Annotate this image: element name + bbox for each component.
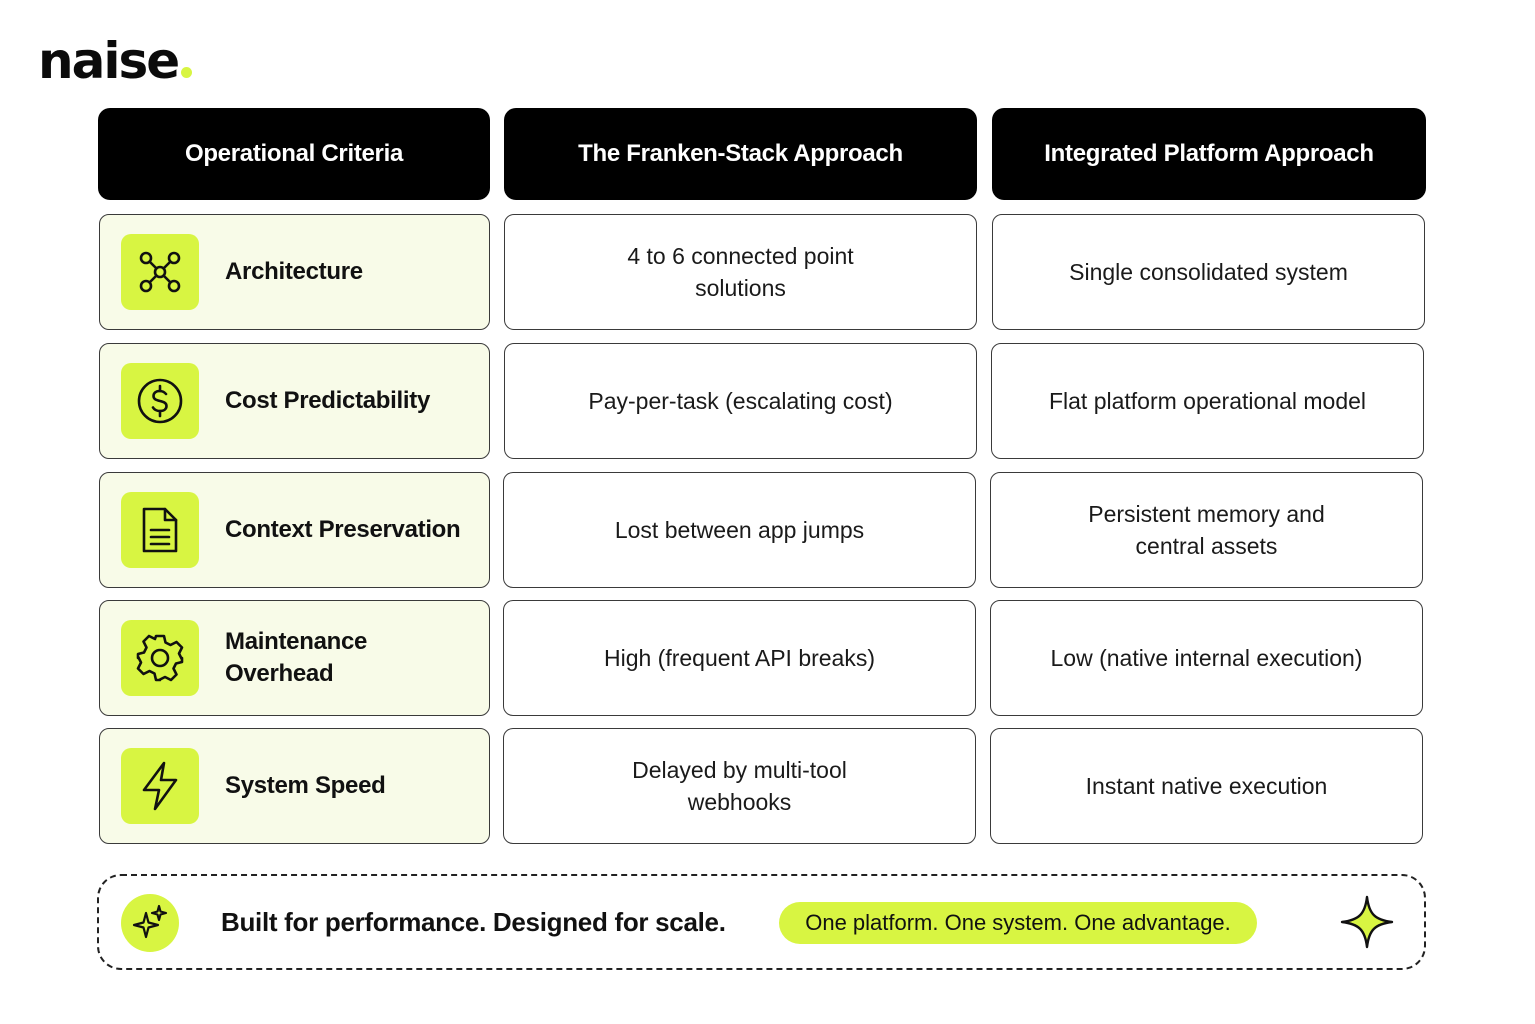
header-franken-stack: The Franken-Stack Approach: [504, 108, 977, 200]
franken-cell-architecture: 4 to 6 connected point solutions: [504, 214, 977, 330]
dollar-coin-icon: [121, 363, 199, 439]
criteria-label: Cost Predictability: [225, 385, 430, 417]
four-point-star-icon: [1339, 894, 1395, 950]
franken-line: Delayed by multi-tool: [632, 757, 847, 783]
criteria-label-line: Overhead: [225, 660, 334, 687]
criteria-label-line: Context Preservation: [225, 516, 461, 543]
network-nodes-icon: [121, 234, 199, 310]
document-icon: [121, 492, 199, 568]
header-integrated-platform: Integrated Platform Approach: [992, 108, 1426, 200]
integrated-cell-system-speed: Instant native execution: [990, 728, 1423, 844]
franken-line: webhooks: [687, 789, 792, 815]
integrated-line: Instant native execution: [1085, 773, 1328, 799]
criteria-label: System Speed: [225, 770, 386, 802]
criteria-label: Architecture: [225, 256, 363, 288]
sparkles-icon: [121, 894, 179, 952]
criteria-label: Maintenance Overhead: [225, 626, 367, 690]
gear-icon: [121, 620, 199, 696]
franken-line: Lost between app jumps: [614, 517, 865, 543]
lightning-bolt-icon: [121, 748, 199, 824]
franken-cell-context-preservation: Lost between app jumps: [503, 472, 976, 588]
footer-pill: One platform. One system. One advantage.: [779, 902, 1257, 944]
franken-cell-system-speed: Delayed by multi-tool webhooks: [503, 728, 976, 844]
footer-banner: Built for performance. Designed for scal…: [97, 874, 1426, 970]
criteria-cell-system-speed: System Speed: [99, 728, 490, 844]
franken-cell-maintenance-overhead: High (frequent API breaks): [503, 600, 976, 716]
criteria-label-line: Cost Predictability: [225, 387, 431, 414]
integrated-line: Low (native internal execution): [1050, 645, 1363, 671]
integrated-line: Single consolidated system: [1069, 259, 1348, 285]
franken-cell-cost-predictability: Pay-per-task (escalating cost): [504, 343, 977, 459]
integrated-line: Persistent memory and: [1088, 501, 1325, 527]
franken-line: Pay-per-task (escalating cost): [588, 388, 893, 414]
integrated-cell-cost-predictability: Flat platform operational model: [991, 343, 1424, 459]
header-operational-criteria: Operational Criteria: [98, 108, 490, 200]
criteria-cell-maintenance-overhead: Maintenance Overhead: [99, 600, 490, 716]
integrated-line: central assets: [1135, 533, 1278, 559]
integrated-cell-context-preservation: Persistent memory and central assets: [990, 472, 1423, 588]
brand-logo-text: naise: [38, 32, 180, 90]
brand-logo-dot: [181, 67, 193, 78]
criteria-label-line: Architecture: [225, 258, 363, 285]
integrated-cell-maintenance-overhead: Low (native internal execution): [990, 600, 1423, 716]
criteria-cell-context-preservation: Context Preservation: [99, 472, 490, 588]
criteria-cell-architecture: Architecture: [99, 214, 490, 330]
franken-line: High (frequent API breaks): [603, 645, 876, 671]
franken-line: 4 to 6 connected point: [627, 243, 854, 269]
criteria-cell-cost-predictability: Cost Predictability: [99, 343, 490, 459]
integrated-line: Flat platform operational model: [1048, 388, 1367, 414]
integrated-cell-architecture: Single consolidated system: [992, 214, 1425, 330]
brand-logo: naise: [38, 26, 193, 96]
criteria-label-line: System Speed: [225, 772, 386, 799]
criteria-label: Context Preservation: [225, 514, 461, 546]
franken-line: solutions: [695, 275, 786, 301]
footer-tagline: Built for performance. Designed for scal…: [221, 906, 726, 937]
criteria-label-line: Maintenance: [225, 628, 368, 655]
